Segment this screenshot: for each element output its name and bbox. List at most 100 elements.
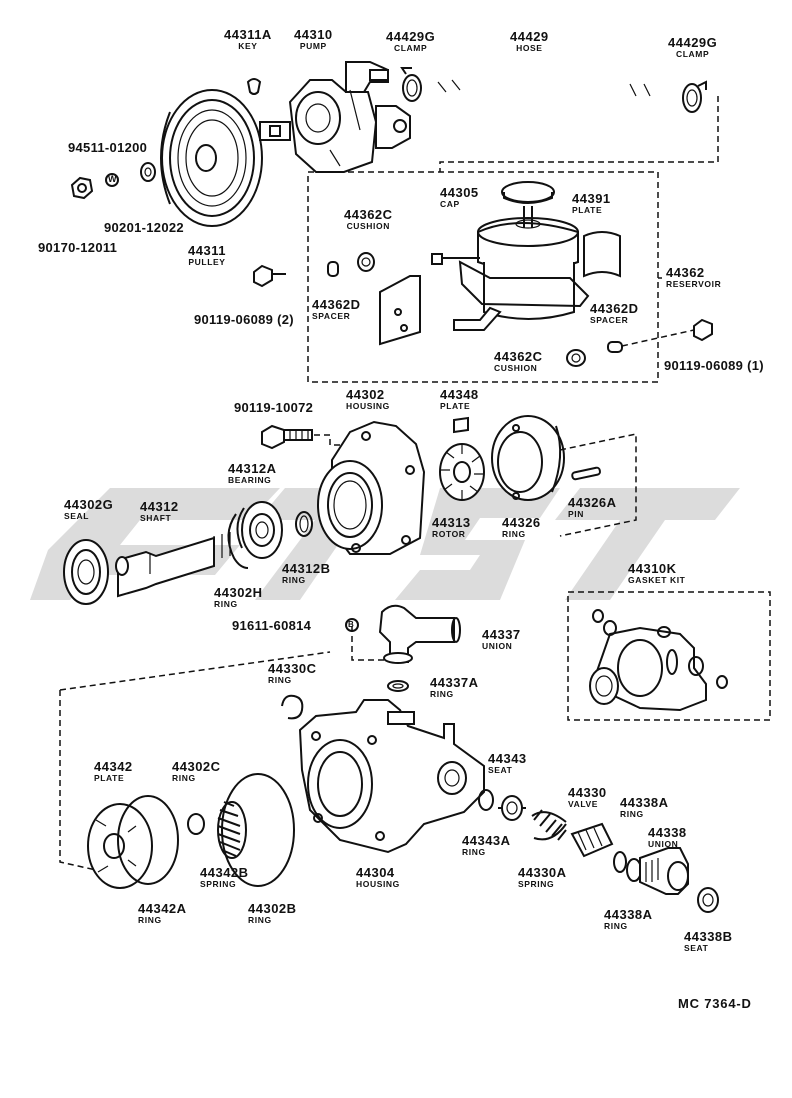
part-name: SPACER (312, 311, 351, 321)
label-90201-12022: 90201-12022 (104, 220, 184, 235)
part-name: ROTOR (432, 529, 466, 539)
part-name: HOUSING (346, 401, 390, 411)
plate-44348 (453, 416, 469, 434)
part-number: 44330 (568, 785, 607, 800)
label-44343A-ring: 44343A RING (462, 834, 511, 857)
plate-44342 (87, 803, 153, 889)
label-44362C-cushion-right: 44362C CUSHION (494, 350, 543, 373)
o-ring-44342A (117, 795, 179, 885)
cushion-44362C-left (357, 252, 375, 272)
part-name: SPRING (518, 879, 555, 889)
part-name: RING (172, 773, 196, 783)
label-44330A-spring: 44330A SPRING (518, 866, 567, 889)
label-44343-seat: 44343 SEAT (488, 752, 527, 775)
clamp-44429G-left (400, 67, 422, 102)
label-90119-06089-1: 90119-06089 (1) (664, 358, 764, 373)
label-44338A-ring-lower: 44338A RING (604, 908, 653, 931)
pump-44310 (259, 61, 411, 173)
pulley-44311 (160, 89, 263, 227)
cap-44305 (501, 181, 555, 229)
housing-44304 (298, 699, 485, 854)
label-44310-pump: 44310 PUMP (294, 28, 333, 51)
part-number: 44362D (312, 297, 361, 312)
part-number: 44362D (590, 301, 639, 316)
label-44429-hose: 44429 HOSE (510, 30, 549, 53)
part-name: UNION (648, 839, 679, 849)
part-name: SEAL (64, 511, 90, 521)
label-44302G-seal: 44302G SEAL (64, 498, 113, 521)
part-name: RING (214, 599, 238, 609)
bolt-90119-06089-left (253, 264, 286, 288)
label-44302-housing: 44302 HOUSING (346, 388, 390, 411)
part-number: 44429 (510, 29, 549, 44)
part-name: CAP (440, 199, 460, 209)
label-44312B-ring: 44312B RING (282, 562, 331, 585)
part-number: 44310K (628, 561, 677, 576)
part-name: CUSHION (494, 363, 538, 373)
spring-44330A (531, 809, 567, 841)
washer-90201-12022 (140, 162, 156, 182)
part-name: HOSE (516, 43, 543, 53)
label-44362D-spacer-right: 44362D SPACER (590, 302, 639, 325)
part-name: RING (268, 675, 292, 685)
label-44429G-clamp-right: 44429G CLAMP (668, 36, 717, 59)
part-number: 44362C (344, 207, 393, 222)
label-44362-reservoir: 44362 RESERVOIR (666, 266, 721, 289)
part-name: RING (620, 809, 644, 819)
nut-90170-12011 (70, 176, 94, 200)
reservoir-group-box (307, 96, 719, 383)
spacer-44362D-right (607, 341, 623, 353)
clamp-44429G-right (682, 80, 707, 113)
part-name: SEAT (684, 943, 709, 953)
part-number: 44305 (440, 185, 479, 200)
label-44312-shaft: 44312 SHAFT (140, 500, 179, 523)
seat-44343 (498, 795, 526, 821)
reservoir-44362 (431, 217, 590, 331)
part-number: 44312B (282, 561, 331, 576)
label-44337A-ring: 44337A RING (430, 676, 479, 699)
part-number: 44348 (440, 387, 479, 402)
label-44429G-clamp-left: 44429G CLAMP (386, 30, 435, 53)
marker-w-circle (105, 173, 119, 187)
gasket-ring-44337A (387, 680, 409, 692)
part-number: 44330A (518, 865, 567, 880)
label-44338-union: 44338 UNION (648, 826, 687, 849)
part-number: 44338A (604, 907, 653, 922)
part-number: 44337 (482, 627, 521, 642)
part-number: 44302 (346, 387, 385, 402)
part-name: RING (248, 915, 272, 925)
bolt-90119-10072 (261, 424, 350, 450)
label-44312A-bearing: 44312A BEARING (228, 462, 277, 485)
label-44362C-cushion-left: 44362C CUSHION (344, 208, 393, 231)
part-name: PLATE (94, 773, 125, 783)
bolt-90119-06089-right (621, 318, 713, 347)
diagram-code: MC 7364-D (678, 996, 752, 1011)
part-name: UNION (482, 641, 513, 651)
label-44302B-ring: 44302B RING (248, 902, 297, 925)
part-name: RESERVOIR (666, 279, 722, 289)
part-number: 44311A (224, 27, 272, 42)
housing-44302 (317, 420, 426, 555)
part-number: 44391 (572, 191, 611, 206)
part-number: 44302G (64, 497, 114, 512)
part-number: 44362 (666, 265, 705, 280)
label-94511-01200: 94511-01200 (68, 140, 148, 155)
washer-w-marker: W (108, 174, 117, 184)
part-name: SHAFT (140, 513, 172, 523)
shaft-44312 (115, 532, 231, 598)
cushion-44362C-right (566, 349, 586, 367)
o-ring-44302C (187, 813, 205, 835)
label-44338B-seat: 44338B SEAT (684, 930, 733, 953)
label-44304-housing: 44304 HOUSING (356, 866, 400, 889)
part-name: PULLEY (188, 257, 226, 267)
snap-ring-44302H (227, 507, 249, 569)
part-name: PIN (568, 509, 584, 519)
part-number: 44311 (188, 243, 226, 258)
pin-44326A (571, 466, 601, 481)
gasket-kit-44310K (567, 591, 771, 721)
label-44337-union: 44337 UNION (482, 628, 521, 651)
union-44338 (639, 847, 689, 895)
label-44342B-spring: 44342B SPRING (200, 866, 249, 889)
